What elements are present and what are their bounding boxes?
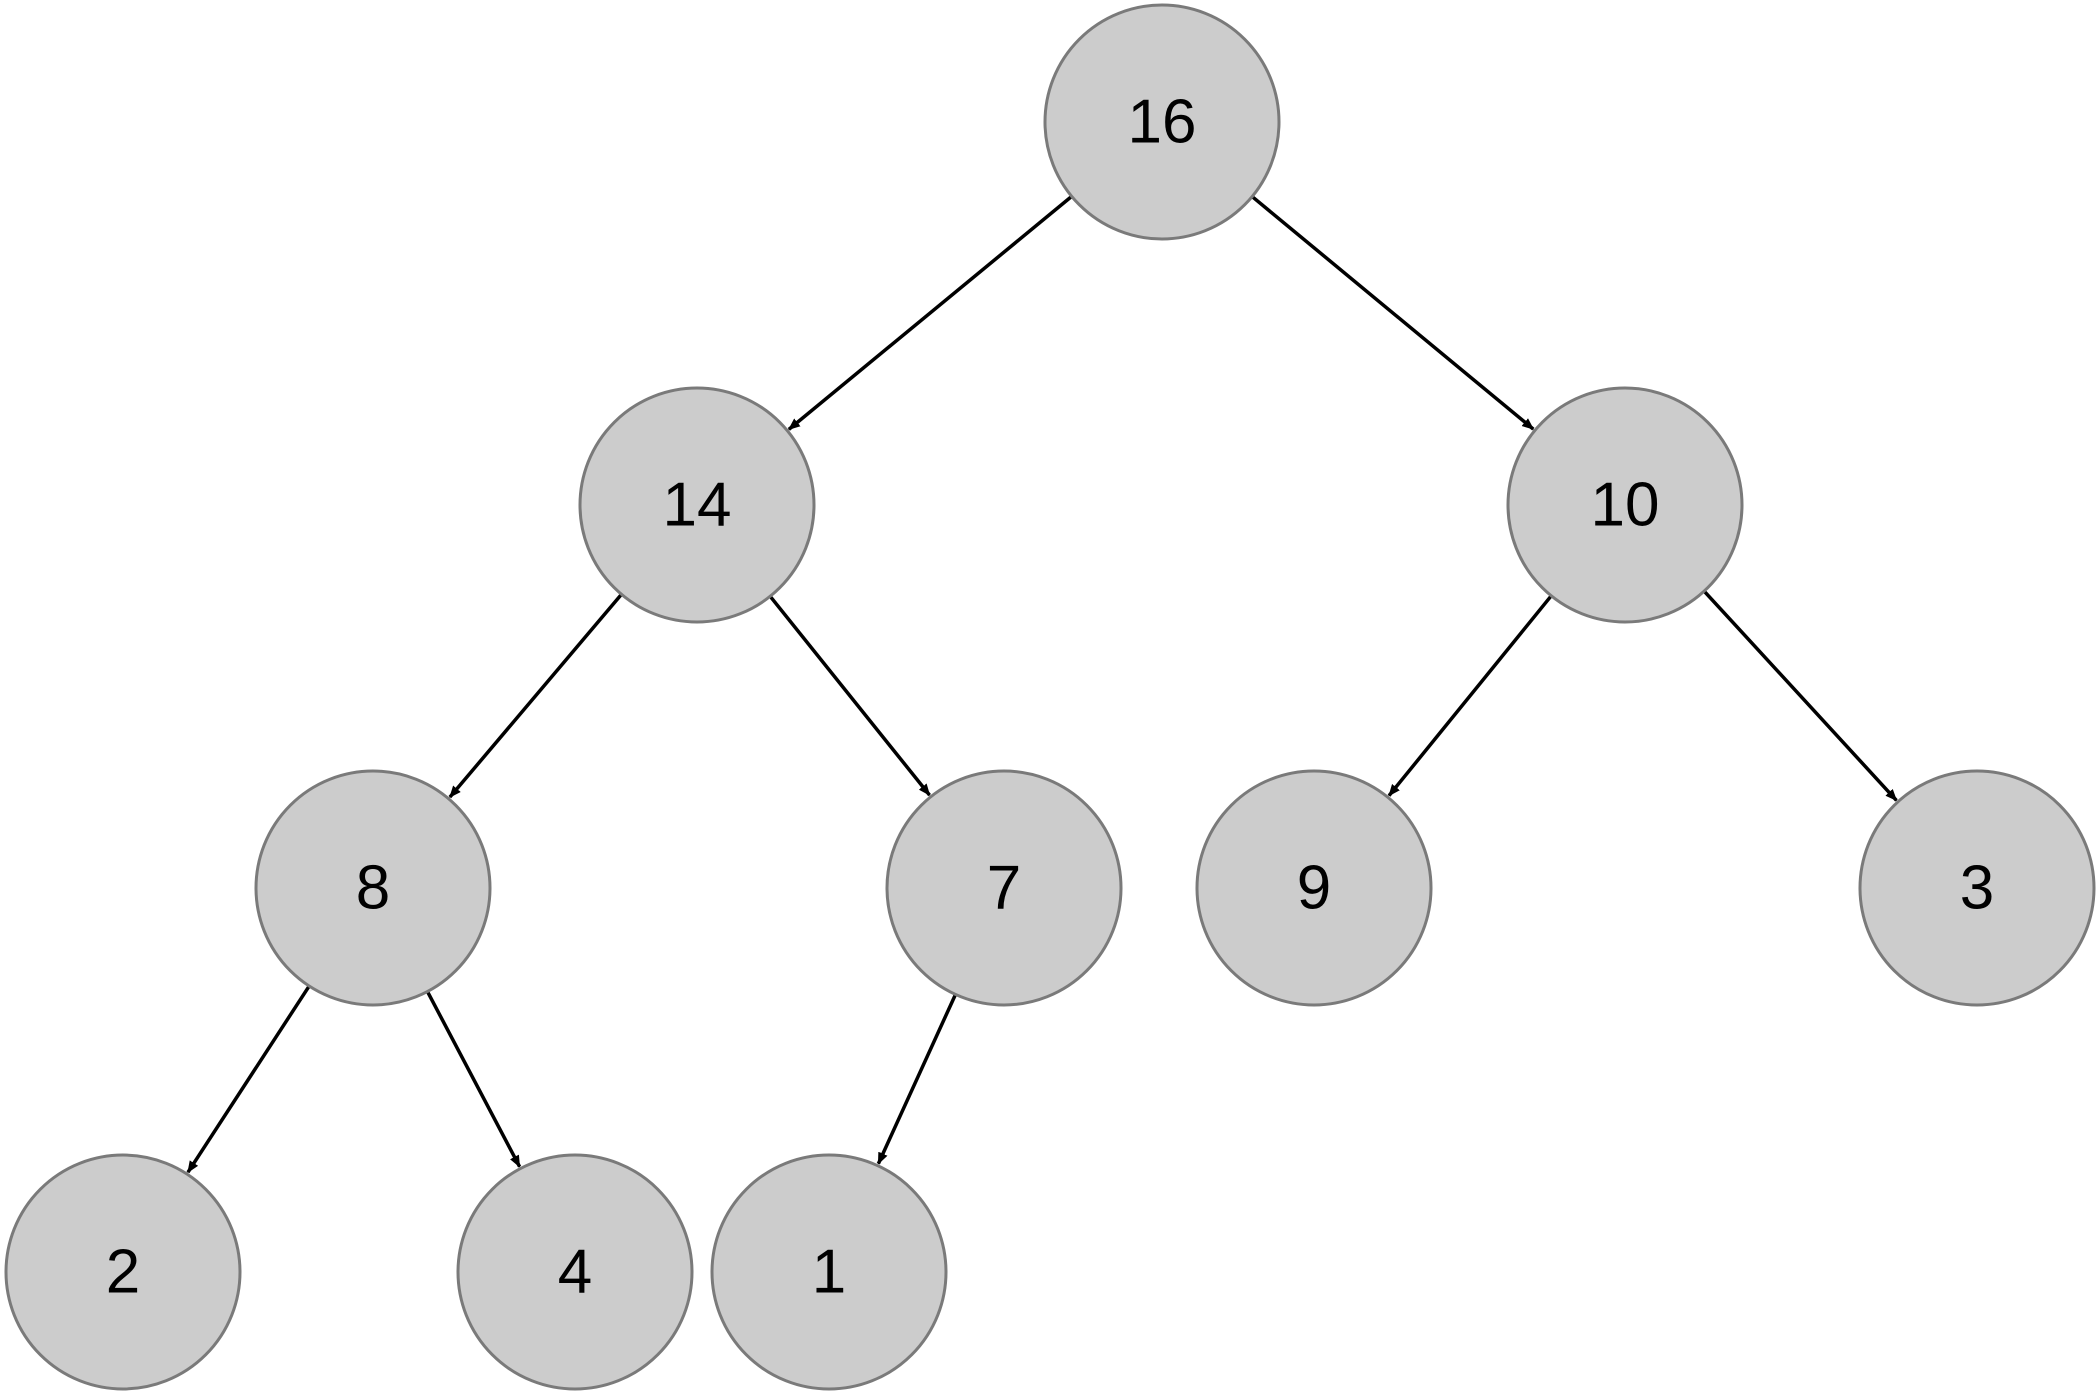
edge-arrow-n1-n2 bbox=[787, 195, 1073, 431]
node-circle bbox=[578, 386, 816, 624]
node-circle bbox=[1506, 386, 1744, 624]
node-circle bbox=[456, 1153, 694, 1391]
node-circle bbox=[4, 1153, 242, 1391]
tree-node: 9 bbox=[1195, 769, 1433, 1007]
edge-arrow-n2-n5 bbox=[768, 595, 931, 797]
tree-node: 3 bbox=[1858, 769, 2096, 1007]
node-label: 7 bbox=[987, 854, 1021, 923]
tree-node: 14 bbox=[578, 386, 816, 624]
edge-arrow-n3-n7 bbox=[1702, 589, 1898, 802]
tree-node: 7 bbox=[885, 769, 1123, 1007]
edges-layer bbox=[186, 195, 1898, 1174]
tree-node: 2 bbox=[4, 1153, 242, 1391]
edge-arrow-n3-n6 bbox=[1387, 594, 1553, 797]
edge-arrow-n4-n8 bbox=[186, 985, 311, 1174]
node-label: 4 bbox=[558, 1238, 592, 1307]
node-label: 2 bbox=[106, 1238, 140, 1307]
node-label: 14 bbox=[663, 471, 732, 540]
node-circle bbox=[1043, 3, 1281, 241]
tree-node: 8 bbox=[254, 769, 492, 1007]
edge-arrow-n5-n10 bbox=[876, 993, 958, 1165]
tree-node: 4 bbox=[456, 1153, 694, 1391]
tree-node: 10 bbox=[1506, 386, 1744, 624]
edge-arrow-n2-n4 bbox=[448, 593, 623, 799]
node-label: 8 bbox=[356, 854, 390, 923]
node-label: 9 bbox=[1297, 854, 1331, 923]
node-circle bbox=[885, 769, 1123, 1007]
tree-node: 1 bbox=[710, 1153, 948, 1391]
edge-arrow-n1-n3 bbox=[1251, 195, 1535, 431]
node-circle bbox=[1195, 769, 1433, 1007]
node-label: 10 bbox=[1591, 471, 1660, 540]
tree-node: 16 bbox=[1043, 3, 1281, 241]
node-label: 16 bbox=[1128, 88, 1197, 157]
node-circle bbox=[1858, 769, 2096, 1007]
edge-arrow-n4-n9 bbox=[425, 990, 522, 1168]
node-circle bbox=[254, 769, 492, 1007]
node-label: 3 bbox=[1960, 854, 1994, 923]
node-circle bbox=[710, 1153, 948, 1391]
node-label: 1 bbox=[812, 1238, 846, 1307]
nodes-layer: 16 14 10 8 7 9 3 2 4 1 bbox=[4, 3, 2096, 1391]
